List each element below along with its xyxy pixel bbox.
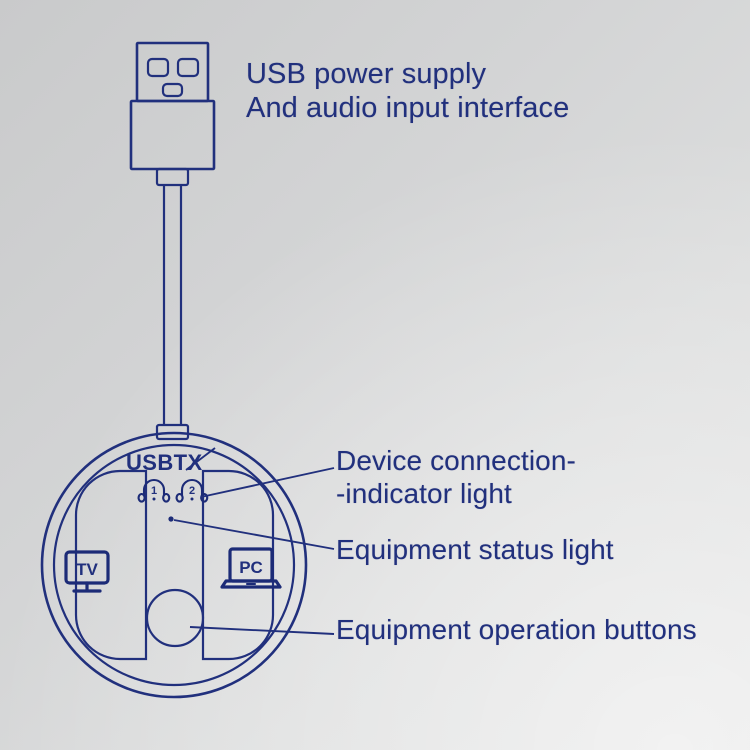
pc-pad-button[interactable] bbox=[201, 469, 275, 661]
callout-device-connection: Device connection- -indicator light bbox=[336, 444, 576, 510]
headphone-1-number: 1 bbox=[151, 485, 157, 497]
tv-pad-button[interactable] bbox=[74, 469, 148, 661]
callout-equipment-buttons: Equipment operation buttons bbox=[336, 614, 697, 645]
pc-icon: PC bbox=[220, 547, 282, 589]
brand-logo-text: USBTX bbox=[126, 450, 203, 475]
device-body bbox=[40, 431, 308, 699]
callout-usb-power-line2: And audio input interface bbox=[246, 92, 570, 125]
leader-brand-tick bbox=[185, 447, 216, 471]
callout-device-connection-line2: -indicator light bbox=[336, 478, 512, 510]
leader-device-connection bbox=[200, 467, 335, 498]
usb-connector-icon bbox=[129, 41, 216, 171]
callout-usb-power-line1: USB power supply bbox=[246, 58, 487, 90]
leader-equipment-status bbox=[173, 519, 335, 550]
status-led-dot bbox=[168, 516, 174, 522]
callout-equipment-status: Equipment status light bbox=[336, 534, 614, 565]
callout-usb-power: USB power supply And audio input interfa… bbox=[246, 57, 569, 125]
leader-equipment-buttons bbox=[189, 626, 335, 635]
pc-button-label: PC bbox=[239, 558, 263, 577]
headphone-2-number: 2 bbox=[189, 485, 195, 497]
tv-icon: TV bbox=[64, 550, 110, 593]
tv-button-label: TV bbox=[76, 560, 98, 579]
usb-cable bbox=[155, 167, 190, 441]
center-operation-button[interactable] bbox=[145, 588, 205, 648]
callout-device-connection-line1: Device connection- bbox=[336, 445, 576, 476]
headphone-1-icon: 1 bbox=[137, 478, 171, 503]
